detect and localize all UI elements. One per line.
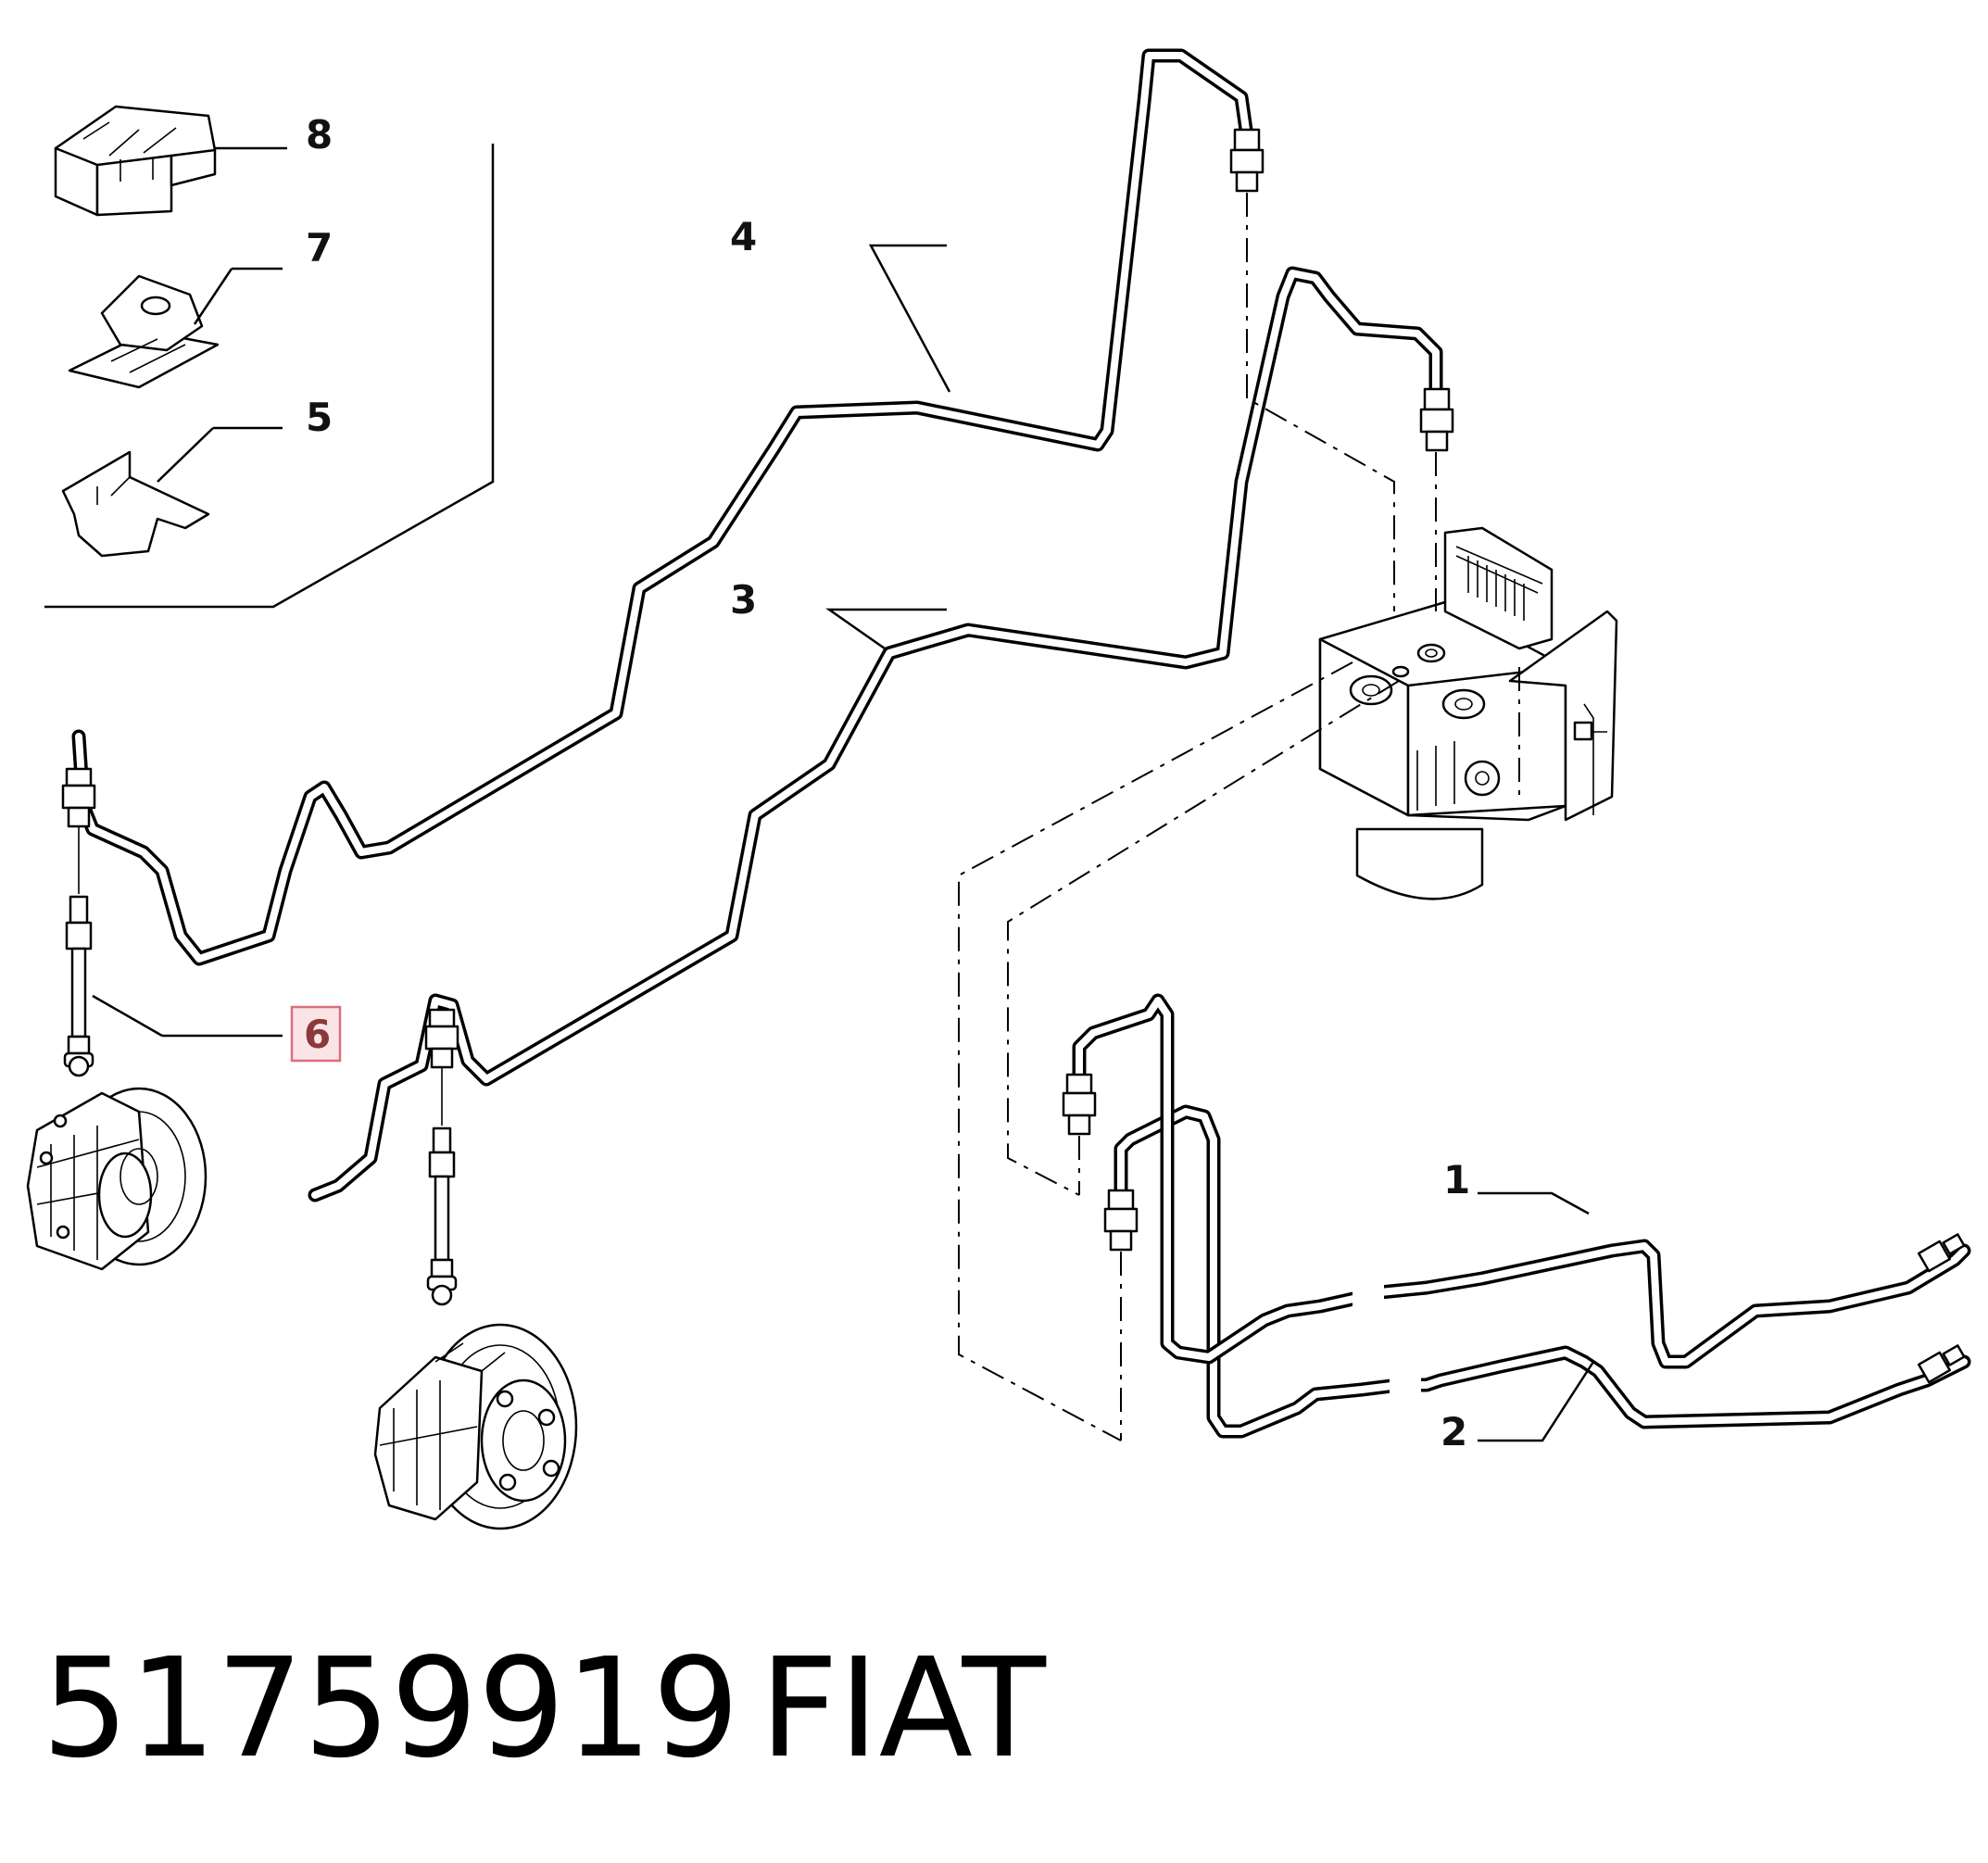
fitting-pipe-2-abs: [1103, 1189, 1139, 1252]
callout-5[interactable]: 5: [306, 395, 333, 440]
fitting-pipe-3-wheel: [424, 1008, 459, 1069]
callout-2[interactable]: 2: [1441, 1409, 1467, 1454]
callout-leaders: [825, 244, 1595, 1442]
connection-lines: [958, 193, 1520, 1441]
parts-bracket-line: [44, 144, 495, 609]
abs-hydraulic-unit: [1318, 526, 1618, 900]
brake-hose-right: [426, 1067, 458, 1306]
part-number: 51759919: [42, 1629, 739, 1788]
pipe-1[interactable]: [1072, 993, 1971, 1369]
brake-caliper-disc-left: [26, 1087, 208, 1271]
clip-part-5[interactable]: [61, 426, 283, 558]
brand-name: FIAT: [760, 1629, 1047, 1788]
callout-6-highlight: [290, 1005, 342, 1063]
callout-labels: 1 2 3 4 5 6 7 8: [290, 112, 1470, 1454]
fitting-pipe-3-abs: [1419, 387, 1454, 452]
pipe-3[interactable]: [308, 266, 1443, 1202]
callout-1[interactable]: 1: [1443, 1157, 1470, 1202]
brake-caliper-disc-right: [373, 1323, 578, 1530]
clip-part-7[interactable]: [68, 267, 283, 389]
fitting-pipe-4-wheel: [61, 767, 96, 828]
callout-8[interactable]: 8: [306, 112, 333, 157]
fitting-pipe-4-abs: [1229, 128, 1265, 193]
brake-hose-part-6[interactable]: [63, 826, 283, 1077]
callout-4[interactable]: 4: [730, 214, 757, 259]
pipe-4[interactable]: [71, 48, 1253, 966]
callout-6[interactable]: 6: [304, 1012, 331, 1057]
callout-3[interactable]: 3: [730, 577, 757, 623]
fitting-pipe-1-end: [1917, 1233, 1966, 1273]
clip-part-8[interactable]: [54, 105, 287, 217]
fitting-pipe-2-end: [1917, 1344, 1966, 1384]
callout-7[interactable]: 7: [306, 225, 333, 271]
pipe-break-marks: [1353, 1280, 1421, 1400]
fitting-pipe-1-abs: [1062, 1073, 1097, 1136]
